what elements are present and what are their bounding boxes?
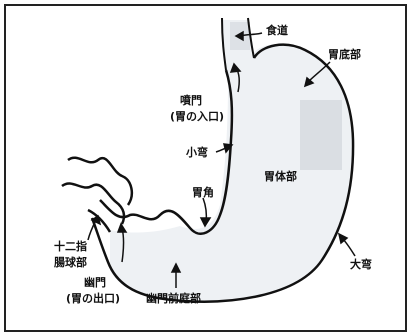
label-cardia-line2: (胃の入口) <box>170 110 224 123</box>
arrowhead-lesser-curvature <box>223 143 234 154</box>
arrowhead-angle <box>199 217 212 228</box>
arrow-duodenal <box>87 219 97 241</box>
label-esophagus: 食道 <box>266 23 288 37</box>
label-fundus: 胃底部 <box>328 47 361 61</box>
label-body: 胃体部 <box>264 169 297 183</box>
label-cardia-line1: 噴門 <box>180 93 202 107</box>
arrowhead-duodenal <box>90 214 102 226</box>
label-pylorus-line2: (胃の出口) <box>66 291 120 305</box>
label-lesser-curvature: 小弯 <box>185 145 208 159</box>
arrowhead-fundus <box>303 76 315 88</box>
label-greater-curvature: 大弯 <box>350 257 372 271</box>
arrowhead-pylorus <box>116 222 128 233</box>
esophagus-right-wall <box>247 17 255 59</box>
label-pylorus-line1: 幽門 <box>84 275 106 289</box>
arrowhead-antrum <box>170 262 182 273</box>
duodenum-upper-inner <box>61 182 126 225</box>
arrowhead-cardia <box>229 62 242 73</box>
duodenum-lower <box>87 208 112 233</box>
label-angle: 胃角 <box>192 185 214 199</box>
esophagus-left-wall <box>221 17 227 71</box>
label-duodenal-line1: 十二指 <box>54 239 87 253</box>
stomach-body-shape <box>110 20 353 302</box>
duodenum-upper <box>67 156 134 206</box>
label-antrum: 幽門前庭部 <box>146 291 201 305</box>
label-duodenal-line2: 腸球部 <box>54 255 87 269</box>
arrowhead-greater-curvature <box>337 232 349 245</box>
greater-curvature-outline <box>90 43 355 303</box>
arrowhead-esophagus <box>234 30 244 42</box>
lesser-curvature-outline <box>99 69 234 235</box>
body-shade <box>300 100 342 170</box>
